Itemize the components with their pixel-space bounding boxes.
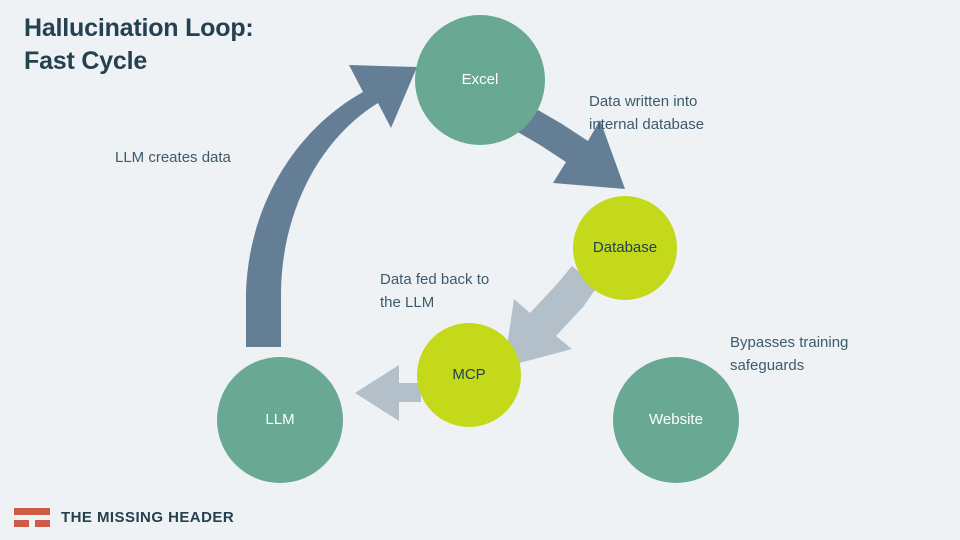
caption-llm-creates-data: LLM creates data	[115, 149, 231, 166]
node-database[interactable]: Database	[573, 196, 677, 300]
node-llm[interactable]: LLM	[217, 357, 343, 483]
node-excel-label: Excel	[461, 70, 499, 88]
node-llm-label: LLM	[265, 410, 295, 428]
node-mcp-label: MCP	[452, 365, 486, 383]
brand-logo-icon	[14, 506, 50, 528]
arrow-database-to-mcp	[504, 266, 597, 367]
node-mcp[interactable]: MCP	[417, 323, 521, 427]
caption-mcp-to-llm: Data fed back to the LLM	[380, 271, 490, 312]
arrow-mcp-to-llm	[355, 365, 421, 421]
caption-website-note: Bypasses training safeguards	[730, 334, 849, 375]
page-title: Hallucination Loop: Fast Cycle	[24, 12, 444, 78]
caption-excel-to-database: Data written into internal database	[589, 93, 705, 134]
node-website-label: Website	[649, 410, 703, 428]
footer-brand: THE MISSING HEADER	[14, 506, 234, 528]
page-title-line-2: Fast Cycle	[24, 47, 148, 75]
node-excel[interactable]: Excel	[415, 15, 545, 145]
node-website[interactable]: Website	[613, 357, 739, 483]
node-database-label: Database	[592, 238, 658, 256]
arrow-excel-to-database	[516, 110, 625, 189]
brand-name: THE MISSING HEADER	[61, 508, 235, 526]
page-title-line-1: Hallucination Loop:	[24, 14, 254, 42]
arrow-llm-to-excel	[246, 65, 417, 347]
